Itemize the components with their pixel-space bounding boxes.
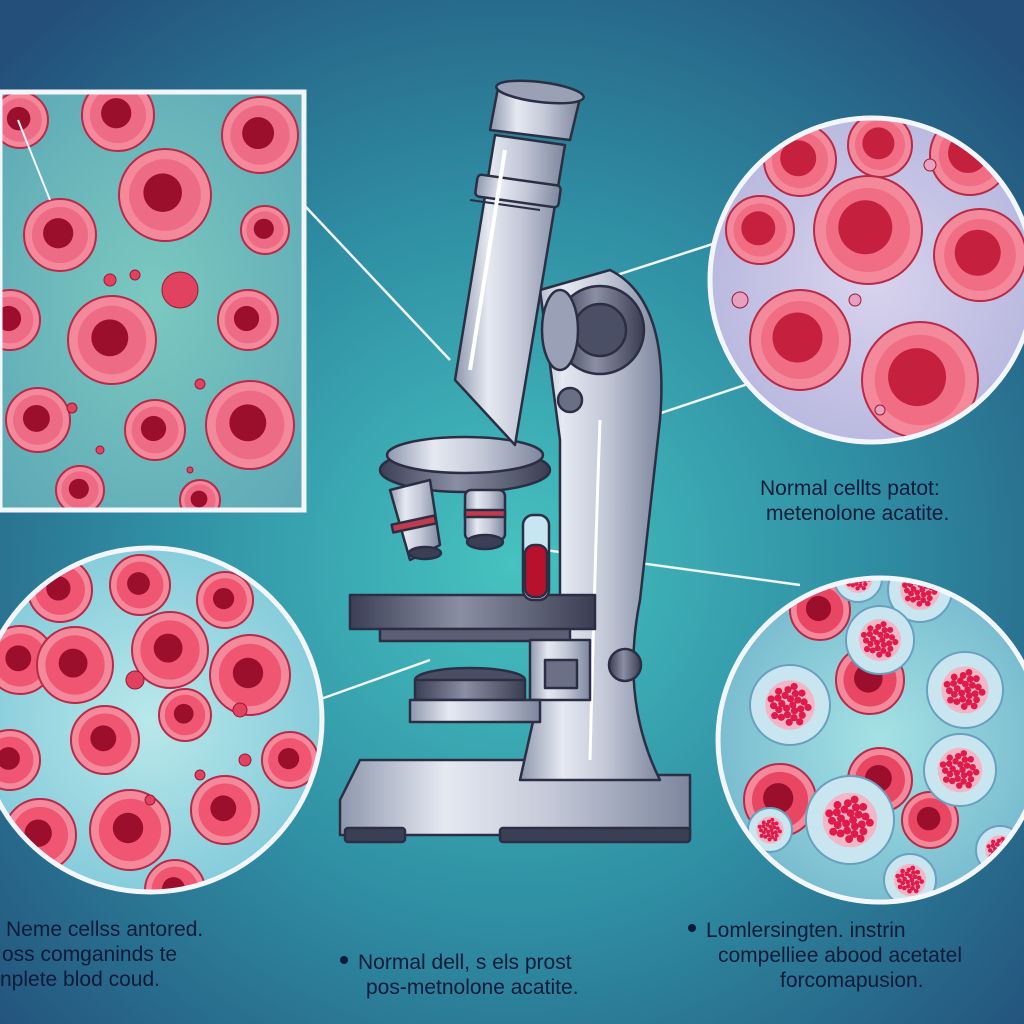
small-cell (186, 466, 194, 474)
blood-cell (813, 175, 923, 285)
small-cell (923, 158, 937, 172)
caption-bottom-center-line-1: Normal dell, s els prost (358, 951, 572, 974)
abnormal-cell (845, 605, 915, 675)
small-cell (103, 273, 117, 287)
small-cell (144, 794, 156, 806)
caption-bottom-right-line-3: forcomapusion. (780, 969, 924, 992)
small-cell (129, 269, 141, 281)
blood-cell (81, 92, 155, 152)
abnormal-cell (749, 664, 831, 746)
small-cell (238, 753, 252, 767)
caption-bottom-right: Lomlersingten. instrin compelliee abood … (688, 918, 962, 993)
blood-cell (209, 634, 291, 716)
blood-cell (23, 198, 97, 272)
blood-cell (190, 775, 260, 845)
blood-cell (0, 92, 49, 149)
abnormal-cell (926, 651, 1004, 729)
blood-cell (261, 731, 319, 789)
blood-cell (179, 479, 221, 510)
abnormal-cell (805, 775, 895, 865)
small-cell (95, 445, 105, 455)
caption-top-right-line-2: metenolone acatite. (766, 502, 950, 525)
bullet-icon (340, 956, 348, 965)
caption-bottom-center-line-2: pos-metnolone acatite. (366, 976, 579, 999)
blood-cell (70, 705, 140, 775)
blood-cell (789, 579, 851, 641)
blood-cell (847, 118, 913, 178)
blood-cell (109, 554, 171, 616)
caption-bottom-center: Normal dell, s els prost pos-metnolone a… (340, 950, 578, 1000)
panel-bottom-right (715, 575, 1024, 905)
blood-cell (861, 321, 979, 439)
blood-cell (221, 96, 299, 174)
panel-top-left (0, 89, 307, 513)
caption-bottom-right-line-1: Lomlersingten. instrin (706, 919, 906, 942)
small-cell (731, 291, 749, 309)
small-cell (125, 670, 145, 690)
blood-cell (0, 289, 41, 351)
small-cell (161, 271, 199, 309)
blood-cell (158, 688, 212, 742)
abnormal-cell (883, 853, 937, 902)
blood-cell (124, 399, 186, 461)
blood-cell (0, 729, 41, 791)
objective-lenses (388, 478, 507, 562)
fine-focus-knob (607, 647, 643, 683)
blood-cell (725, 195, 795, 265)
small-cell (194, 378, 206, 390)
body-tube (453, 133, 567, 447)
abnormal-cell (923, 733, 997, 807)
blood-cell (89, 789, 171, 871)
blood-cell (217, 289, 279, 351)
blood-cell (901, 791, 959, 849)
small-cell (874, 404, 886, 416)
blood-cell (196, 571, 254, 629)
blood-cell (67, 295, 157, 385)
caption-bottom-left: Neme cellss antored. oss comganinds te n… (0, 917, 203, 992)
microscope (338, 79, 692, 844)
blood-cell (749, 289, 851, 391)
blood-cell (0, 625, 55, 695)
caption-bottom-left-line-3: nplete blod coud. (0, 968, 160, 991)
caption-top-right: Normal cellts patot: metenolone acatite. (760, 476, 949, 526)
microscope-stage (348, 593, 597, 631)
blood-cell (933, 208, 1024, 302)
blood-cell (131, 611, 209, 689)
panel-bottom-left (0, 545, 325, 895)
blood-cell (205, 380, 295, 470)
small-cell (194, 769, 206, 781)
small-cell (66, 402, 78, 414)
blood-cell (118, 148, 212, 242)
caption-top-right-line-1: Normal cellts patot: (760, 477, 940, 500)
caption-bottom-left-line-1: Neme cellss antored. (6, 918, 204, 941)
caption-bottom-right-line-2: compelliee abood acetatel (718, 944, 963, 967)
small-cell (232, 702, 248, 718)
small-cell (848, 293, 862, 307)
caption-bottom-left-line-2: oss comganinds te (2, 943, 178, 966)
blood-cell (36, 626, 114, 704)
blood-cell (240, 205, 290, 255)
blood-cell (5, 387, 71, 453)
panel-top-right (707, 115, 1024, 445)
bullet-icon (688, 924, 696, 933)
blood-cell (55, 465, 105, 510)
